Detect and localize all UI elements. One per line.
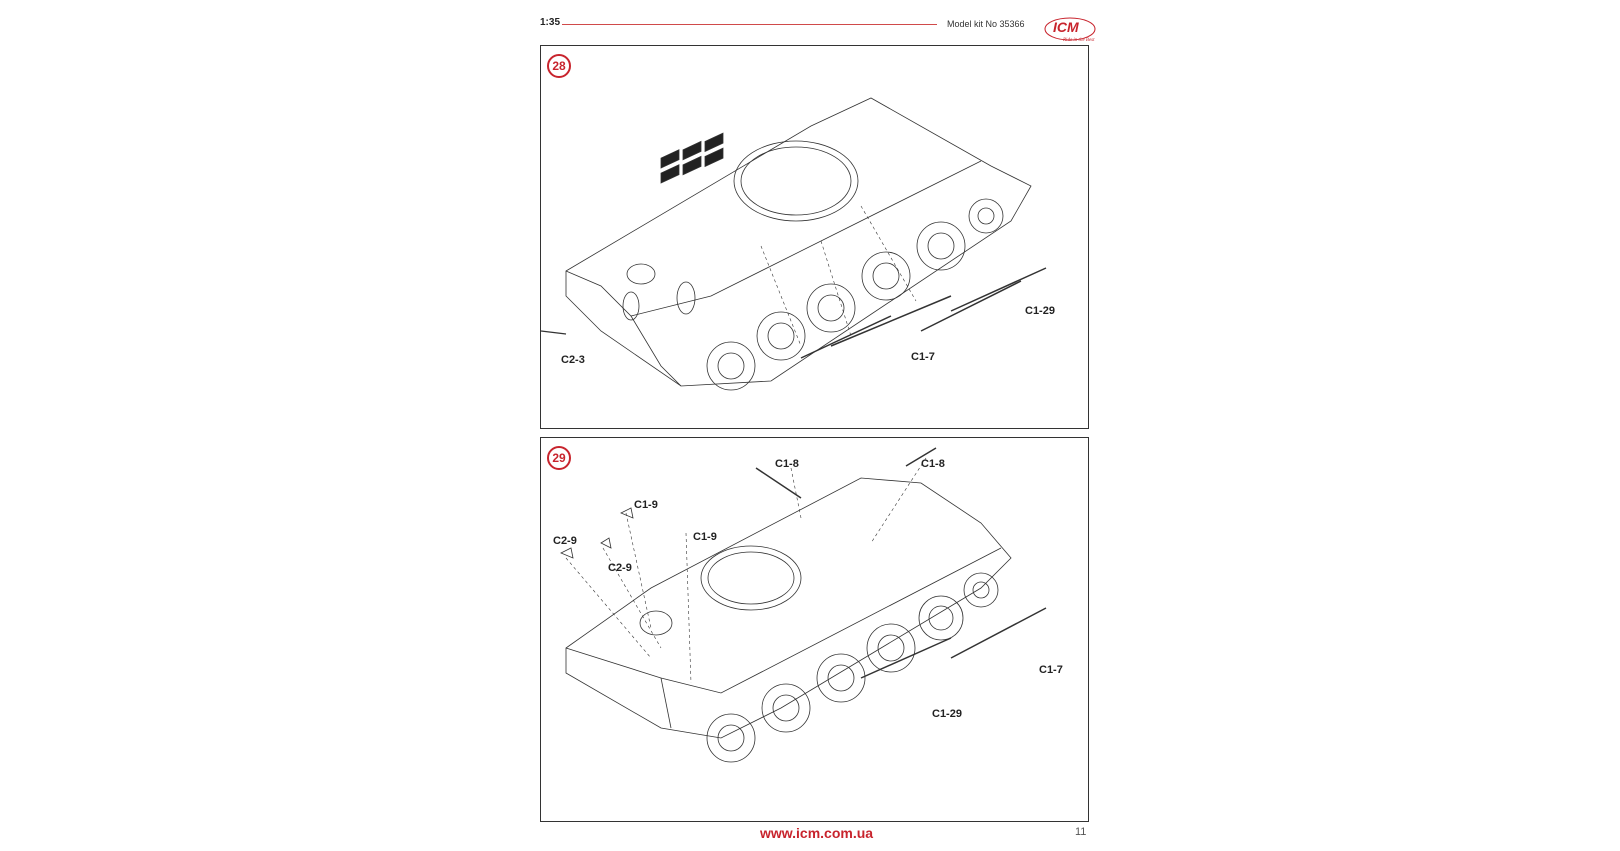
svg-text:ICM: ICM xyxy=(1053,19,1079,35)
scale-label: 1:35 xyxy=(540,17,561,28)
part-label-c2-9: C2-9 xyxy=(608,562,632,574)
svg-text:Ride in the Best: Ride in the Best xyxy=(1062,38,1095,43)
kit-number: Model kit No 35366 xyxy=(947,19,1025,29)
part-label-c1-7: C1-7 xyxy=(1039,664,1063,676)
icm-logo: ICM Ride in the Best xyxy=(1044,17,1096,43)
part-label-c1-7: C1-7 xyxy=(911,351,935,363)
website-link[interactable]: www.icm.com.ua xyxy=(760,825,874,841)
part-label-c1-8: C1-8 xyxy=(775,458,799,470)
tank-hull-illustration-rear-view xyxy=(541,97,1047,391)
page-number: 11 xyxy=(1075,826,1087,838)
step-29-panel: 29 C1-8 C1-8 C1-9 C1-9 C2-9 C2-9 C1-7 C1… xyxy=(540,437,1089,822)
step-number-28: 28 xyxy=(547,54,571,78)
step-28-panel: 28 C2-3 C1-7 C1-29 xyxy=(540,45,1089,429)
step-number-29: 29 xyxy=(547,446,571,470)
part-label-c1-9: C1-9 xyxy=(634,499,658,511)
part-label-c1-9: C1-9 xyxy=(693,531,717,543)
part-label-c2-9: C2-9 xyxy=(553,535,577,547)
part-label-c2-3: C2-3 xyxy=(561,354,585,366)
part-label-c1-29: C1-29 xyxy=(932,708,962,720)
part-label-c1-8: C1-8 xyxy=(921,458,945,470)
header-rule xyxy=(562,24,937,25)
tank-hull-illustration-front-view xyxy=(560,447,1047,763)
part-label-c1-29: C1-29 xyxy=(1025,305,1055,317)
